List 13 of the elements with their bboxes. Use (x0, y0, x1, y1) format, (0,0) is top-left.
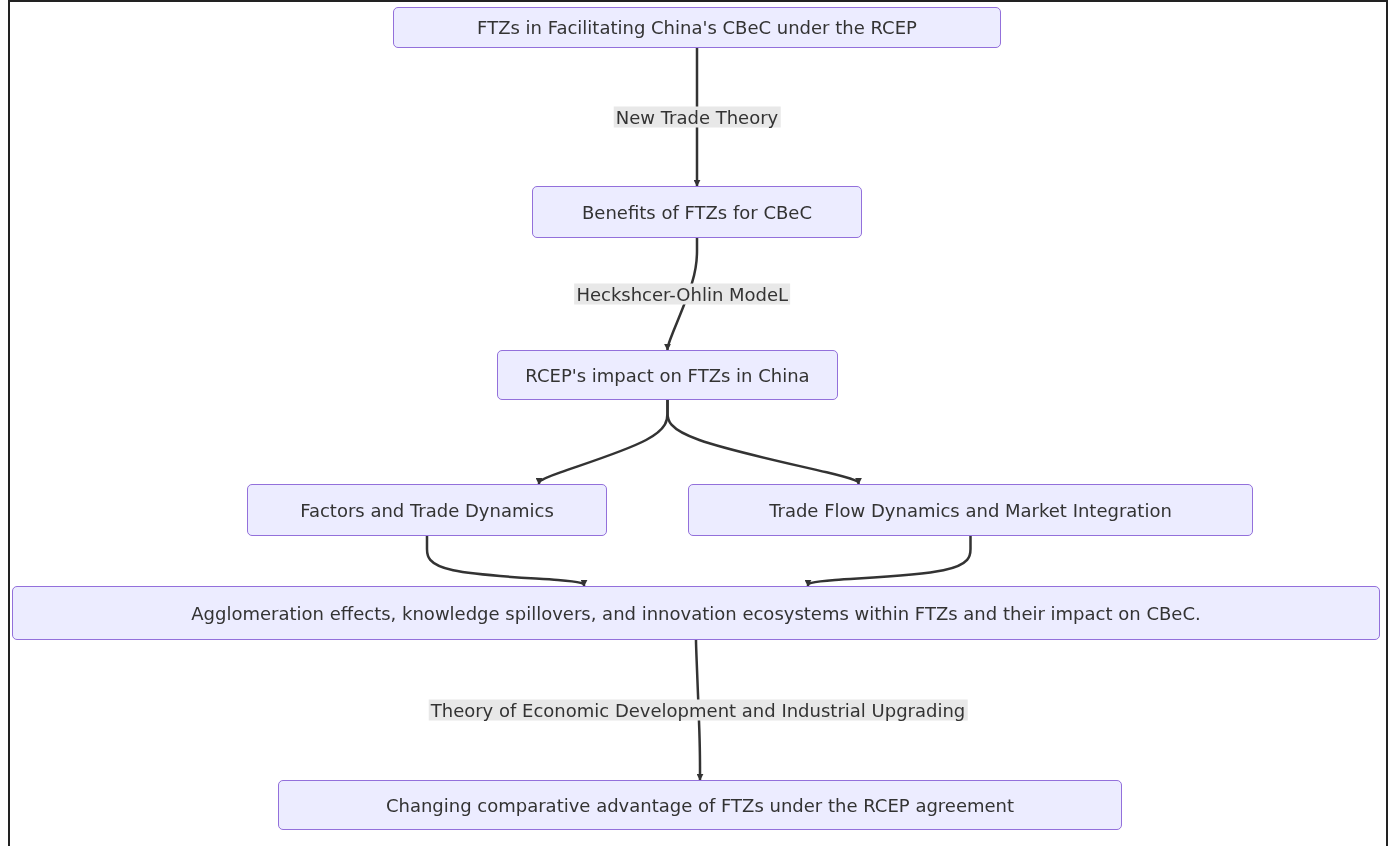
process-box: Benefits of FTZs for CBeC (532, 186, 862, 238)
process-box: Agglomeration effects, knowledge spillovers, and innovation ecosystems within FTZs and their impact on CBeC. (12, 586, 1380, 640)
edge-label: New Trade Theory (613, 106, 781, 128)
arrow (804, 536, 972, 587)
arrow (666, 400, 862, 485)
arrow (425, 536, 588, 587)
process-box: FTZs in Facilitating China's CBeC under the RCEP (393, 7, 1001, 48)
process-box: Factors and Trade Dynamics (247, 484, 607, 536)
edge-label: Theory of Economic Development and Industrial Upgrading (428, 699, 968, 721)
process-box: RCEP's impact on FTZs in China (497, 350, 838, 400)
process-box: Changing comparative advantage of FTZs under the RCEP agreement (278, 780, 1122, 830)
process-box: Trade Flow Dynamics and Market Integration (688, 484, 1253, 536)
edge-label: Heckshcer-Ohlin ModeL (574, 283, 791, 305)
